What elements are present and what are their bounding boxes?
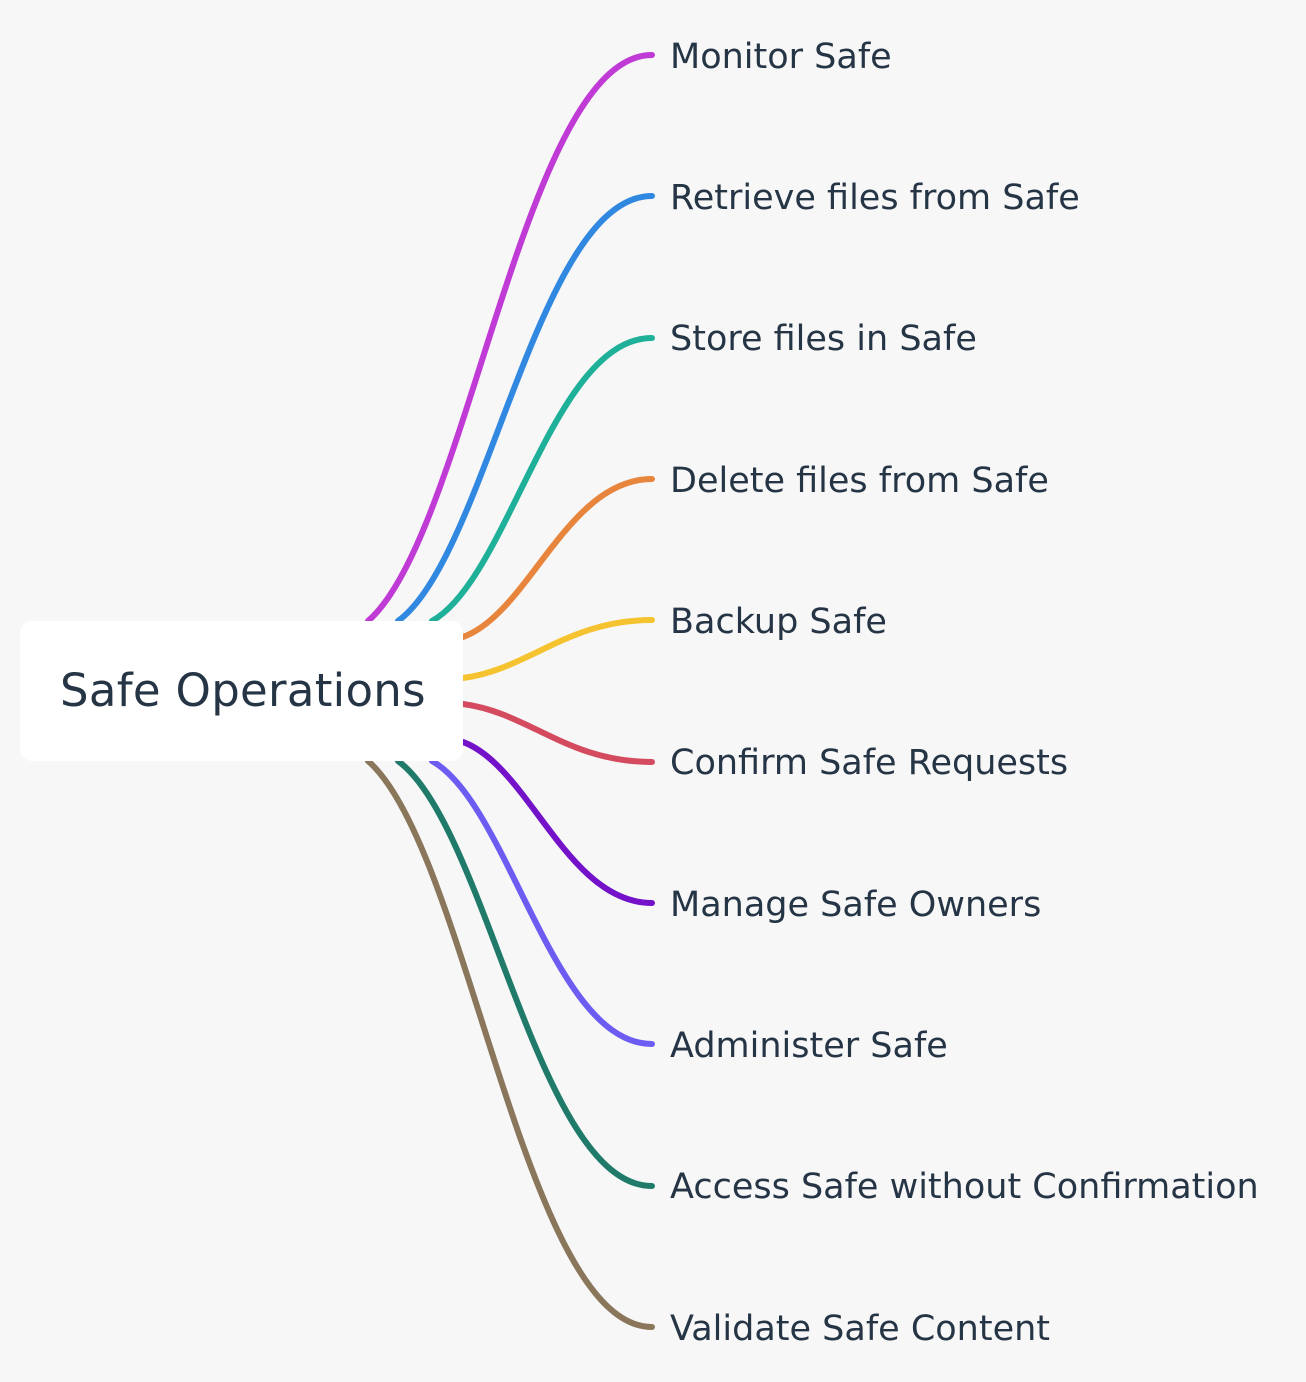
branch-store-files[interactable]: Store files in Safe (670, 319, 977, 359)
connector-monitor-safe (365, 52, 655, 624)
connector-retrieve-files (395, 193, 655, 624)
connector-manage-owners (460, 739, 655, 906)
branch-validate-content[interactable]: Validate Safe Content (670, 1309, 1051, 1349)
connector-confirm-requests (460, 701, 655, 765)
branch-confirm-requests[interactable]: Confirm Safe Requests (670, 743, 1069, 783)
connector-store-files (429, 335, 655, 624)
branch-administer-safe[interactable]: Administer Safe (670, 1026, 948, 1066)
connector-backup-safe (460, 617, 655, 681)
connector-validate-content (365, 758, 655, 1330)
connector-delete-files (460, 476, 655, 640)
branch-access-without-confirmation[interactable]: Access Safe without Confirmation (670, 1167, 1259, 1207)
connector-access-without-confirmation (395, 758, 655, 1189)
branch-backup-safe[interactable]: Backup Safe (670, 602, 887, 642)
branch-monitor-safe[interactable]: Monitor Safe (670, 37, 892, 77)
branch-delete-files[interactable]: Delete files from Safe (670, 461, 1049, 501)
branch-retrieve-files[interactable]: Retrieve files from Safe (670, 178, 1080, 218)
connector-administer-safe (429, 758, 655, 1047)
branch-manage-owners[interactable]: Manage Safe Owners (670, 885, 1042, 925)
root-node[interactable]: Safe Operations (20, 621, 463, 761)
root-node-label: Safe Operations (60, 664, 426, 717)
